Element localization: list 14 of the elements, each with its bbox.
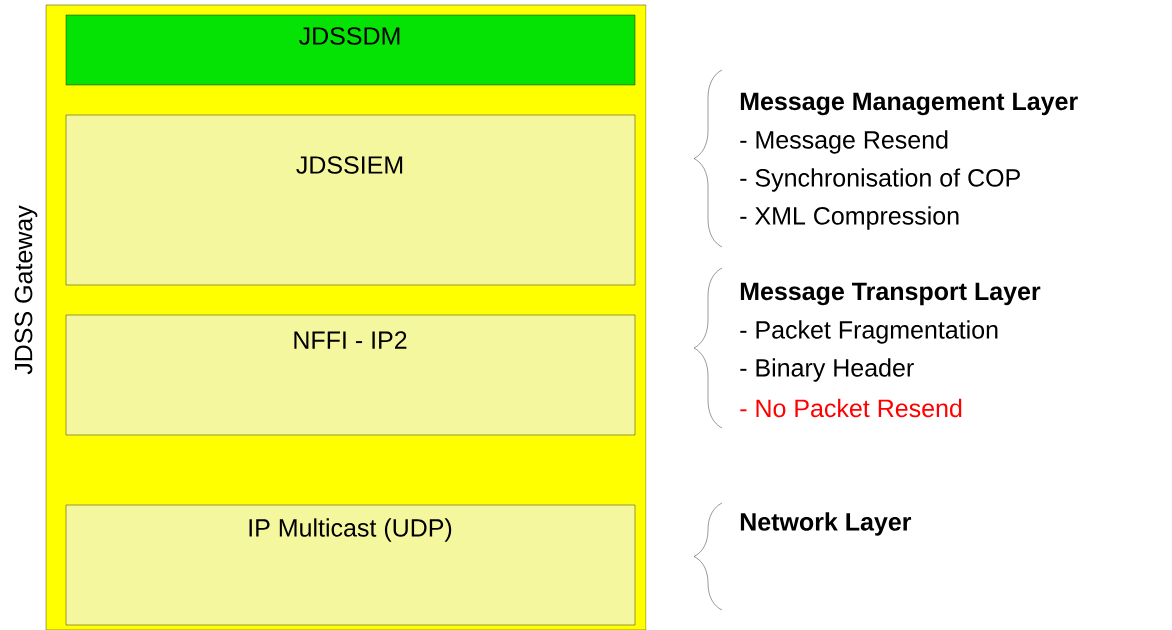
layer-box: IP Multicast (UDP) [65,504,636,626]
layer-box: JDSSDM [65,14,636,86]
feature-item: - Message Resend [740,130,948,154]
feature-item: - Synchronisation of COP [740,168,1020,192]
node-label: JDSS Gateway [14,205,38,375]
layer-heading: Message Transport Layer [740,282,1041,306]
layer-box: JDSSIEM [65,114,636,286]
feature-item: - Packet Fragmentation [740,320,998,344]
layer-box: NFFI - IP2 [65,314,636,436]
feature-item: - No Packet Resend [740,398,962,418]
feature-item: - XML Compression [740,206,959,230]
feature-item: - Binary Header [740,358,914,382]
layer-heading: Message Management Layer [740,92,1078,116]
layer-heading: Network Layer [740,512,912,536]
